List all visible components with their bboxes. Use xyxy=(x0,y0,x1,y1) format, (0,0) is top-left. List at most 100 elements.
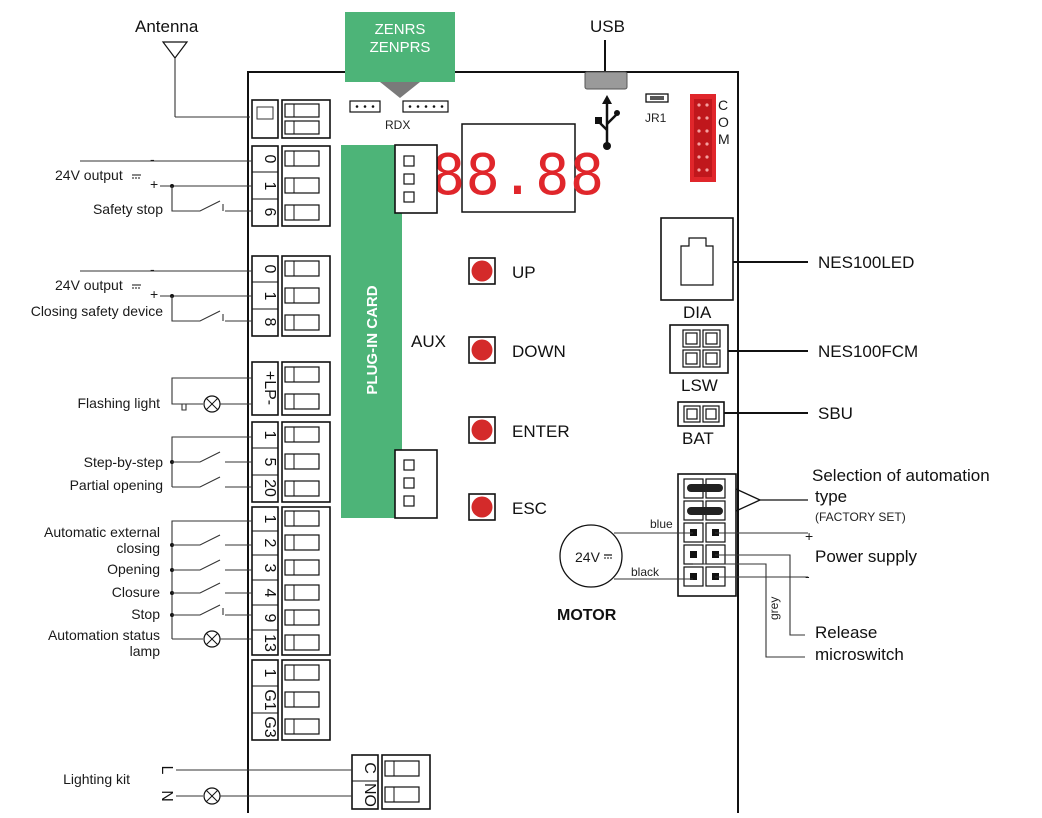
closure-label: Closure xyxy=(112,584,160,600)
nes100fcm-label: NES100FCM xyxy=(818,342,918,361)
pin-label: N xyxy=(158,790,175,802)
wiring-7: L N Lighting kit xyxy=(63,766,352,805)
motor-voltage: 24V xyxy=(575,549,601,565)
pin-label: 9 xyxy=(261,614,278,623)
down-label: DOWN xyxy=(512,342,566,361)
zenrs-module: ZENRS ZENPRS xyxy=(345,12,455,98)
jr1-label: JR1 xyxy=(645,111,667,125)
pin-label: 1 xyxy=(261,669,278,678)
antenna-icon xyxy=(161,41,250,118)
release-label-1: Release xyxy=(815,623,877,642)
lighting-kit-label: Lighting kit xyxy=(63,771,130,787)
power-minus: - xyxy=(805,568,810,584)
motor-connector xyxy=(677,473,737,597)
plus-sign: + xyxy=(150,286,158,302)
pin-label: 6 xyxy=(261,208,278,217)
grey-label: grey xyxy=(767,597,781,620)
segment-display: 88.88 xyxy=(431,123,604,213)
plugin-card: PLUG-IN CARD xyxy=(341,144,438,519)
auto-ext-closing-label-1: Automatic external xyxy=(44,524,160,540)
pin-label: 20 xyxy=(261,479,278,497)
jumper-2 xyxy=(687,507,723,515)
enter-label: ENTER xyxy=(512,422,570,441)
up-button[interactable]: UP xyxy=(468,257,536,285)
terminal-block-3: +LP- xyxy=(251,361,331,416)
wiring-3: Flashing light xyxy=(78,377,252,413)
sbu-label: SBU xyxy=(818,404,853,423)
lsw-connector: LSW xyxy=(669,324,729,395)
pin-label: 3 xyxy=(261,564,278,573)
stop-label: Stop xyxy=(131,606,160,622)
usb-label: USB xyxy=(590,17,625,36)
bat-label: BAT xyxy=(682,429,714,448)
pin-label: 4 xyxy=(261,589,278,598)
usb-port xyxy=(584,71,628,90)
partial-opening-label: Partial opening xyxy=(70,477,163,493)
esc-label: ESC xyxy=(512,499,547,518)
opening-label: Opening xyxy=(107,561,160,577)
minus-sign: - xyxy=(150,151,155,167)
antenna-terminal xyxy=(251,99,331,139)
pin-label: 0 xyxy=(261,155,278,164)
plugin-card-label: PLUG-IN CARD xyxy=(364,285,381,394)
rdx-label: RDX xyxy=(385,118,410,132)
zenprs-label: ZENPRS xyxy=(370,39,431,56)
enter-button[interactable]: ENTER xyxy=(468,416,570,444)
antenna-label: Antenna xyxy=(135,17,199,36)
release-label-2: microswitch xyxy=(815,645,904,664)
pin-label: 1 xyxy=(261,515,278,524)
black-wire-label: black xyxy=(631,565,660,579)
pin-label: NO xyxy=(361,783,378,807)
motor-label: MOTOR xyxy=(557,607,617,624)
terminal-block-7: C NO xyxy=(351,754,431,810)
pin-label: 8 xyxy=(261,318,278,327)
minus-sign: - xyxy=(150,261,155,277)
auto-status-label-2: lamp xyxy=(130,643,161,659)
pin-label: 1 xyxy=(261,182,278,191)
nes100led-label: NES100LED xyxy=(818,253,914,272)
flashing-light-label: Flashing light xyxy=(78,395,161,411)
power-plus: + xyxy=(805,528,813,544)
wiring-5: Automatic external closing Opening Closu… xyxy=(44,520,252,659)
terminal-block-2: 0 1 8 xyxy=(251,255,331,337)
pin-label: 0 xyxy=(261,265,278,274)
bat-connector: BAT xyxy=(677,401,725,448)
terminal-block-1: 0 1 6 xyxy=(251,145,331,227)
pin-label: +LP- xyxy=(261,371,278,405)
pin-label: 13 xyxy=(261,634,278,652)
pin-label: C xyxy=(361,762,378,774)
pin-label: 1 xyxy=(261,292,278,301)
pin-label: 2 xyxy=(261,539,278,548)
rdx-connector: RDX xyxy=(349,100,449,132)
pin-label: L xyxy=(158,766,175,775)
closing-safety-label: Closing safety device xyxy=(31,303,164,319)
wiring-1: - + 24V output Safety stop xyxy=(55,151,252,217)
step-by-step-label: Step-by-step xyxy=(84,454,164,470)
pin-label: 5 xyxy=(261,458,278,467)
motor: 24V blue black MOTOR xyxy=(557,517,693,624)
auto-status-label-1: Automation status xyxy=(48,627,160,643)
terminal-block-6: 1 G1 G3 xyxy=(251,659,331,741)
usb-icon xyxy=(595,95,620,150)
up-label: UP xyxy=(512,263,536,282)
jumper-1 xyxy=(687,484,723,492)
selection-label-2: type xyxy=(815,487,847,506)
24v-output-label-1: 24V output xyxy=(55,167,123,183)
connector-arrow-icon xyxy=(380,82,420,98)
lsw-label: LSW xyxy=(681,376,718,395)
pin-label: G3 xyxy=(261,716,278,737)
esc-button[interactable]: ESC xyxy=(468,493,547,521)
24v-output-label-2: 24V output xyxy=(55,277,123,293)
factory-set-label: (FACTORY SET) xyxy=(815,510,906,524)
control-board xyxy=(247,71,739,818)
blue-wire-label: blue xyxy=(650,517,673,531)
pin-label: G1 xyxy=(261,689,278,710)
aux-label: AUX xyxy=(411,332,446,351)
safety-stop-label: Safety stop xyxy=(93,201,163,217)
dia-port: DIA xyxy=(660,217,734,322)
down-button[interactable]: DOWN xyxy=(468,336,566,364)
plus-sign: + xyxy=(150,176,158,192)
